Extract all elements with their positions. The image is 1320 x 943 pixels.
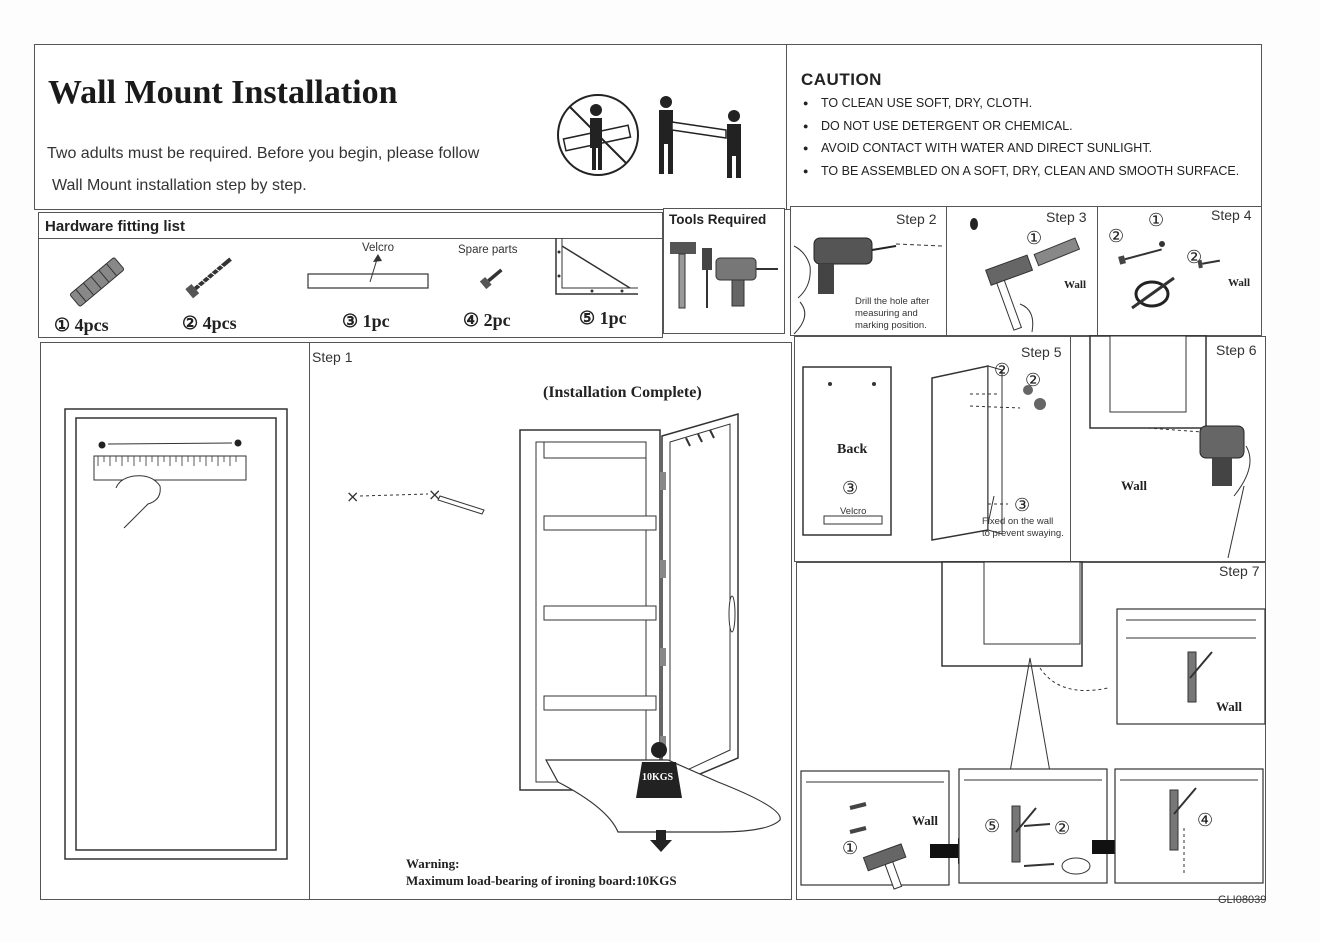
screw-quantity: ② 4pcs [182, 313, 237, 333]
hardware-heading: Hardware fitting list [45, 218, 186, 235]
step5-divider [1070, 336, 1071, 562]
step7-number-2: ② [1054, 818, 1071, 838]
hammer-icon [670, 242, 696, 309]
step7-number-4: ④ [1197, 810, 1214, 830]
step2-note-line-3: marking position. [855, 320, 927, 331]
step2-note-line-1: Drill the hole after [855, 296, 930, 307]
step2-label: Step 2 [896, 211, 937, 227]
caution-item: TO BE ASSEMBLED ON A SOFT, DRY, CLEAN AN… [803, 160, 1253, 183]
step7-cabinet-top-illustration [941, 561, 1109, 773]
marking-pencil-illustration: × × [346, 485, 485, 515]
caution-item: TO CLEAN USE SOFT, DRY, CLOTH. [803, 92, 1253, 115]
back-label: Back [837, 442, 868, 457]
caution-item: DO NOT USE DETERGENT OR CHEMICAL. [803, 115, 1253, 138]
spare-screw-icon [479, 268, 503, 290]
step2-note-line-2: measuring and [855, 308, 918, 319]
anchor-quantity: ① 4pcs [54, 315, 109, 335]
step7-bracket-detail-illustration [1116, 608, 1266, 725]
warning-text: Maximum load-bearing of ironing board:10… [406, 873, 677, 888]
document-code: GLI08039 [1218, 894, 1267, 906]
svg-text:×: × [346, 487, 359, 506]
step5-fixed-line-2: to prevent swaying. [982, 528, 1064, 539]
caution-heading: CAUTION [801, 70, 882, 89]
step5-number-3: ③ [842, 478, 859, 498]
velcro-label: Velcro [840, 506, 867, 517]
intro-line-2: Wall Mount installation step by step. [52, 177, 307, 194]
step3-label: Step 3 [1046, 209, 1087, 225]
spare-parts-caption: Spare parts [458, 244, 518, 256]
step5-fixed-note: Fixed on the wall to prevent swaying. [982, 516, 1064, 540]
step4-screws-illustration [1118, 241, 1221, 310]
caution-list: TO CLEAN USE SOFT, DRY, CLOTH. DO NOT US… [803, 92, 1253, 182]
screw-icon [185, 257, 232, 299]
cabinet-ironing-board-illustration [519, 413, 781, 852]
step4-number-2: ② [1108, 226, 1125, 246]
caution-item: AVOID CONTACT WITH WATER AND DIRECT SUNL… [803, 137, 1253, 160]
step5-cabinet-side-illustration [931, 365, 1046, 541]
step4-wall-label: Wall [1228, 277, 1251, 289]
step1-divider [309, 342, 310, 900]
step7-number-5: ⑤ [984, 816, 1001, 836]
step3-divider [1097, 206, 1098, 336]
step3-anchor-hammer-illustration [970, 218, 1081, 333]
step6-wall-label: Wall [1121, 478, 1148, 493]
step4-label: Step 4 [1211, 207, 1252, 223]
step3-wall-label: Wall [1064, 279, 1087, 291]
step7-hammer-anchor-illustration [800, 770, 950, 890]
step4-number-1: ① [1148, 210, 1165, 230]
step5-label: Step 5 [1021, 344, 1062, 360]
velcro-strip-icon [307, 254, 429, 289]
intro-text: Two adults must be required. Before you … [47, 138, 479, 202]
tools-heading: Tools Required [669, 212, 767, 227]
weight-label: 10KGS [642, 772, 674, 783]
bracket-quantity: ⑤ 1pc [579, 308, 627, 328]
screwdriver-icon [702, 248, 712, 308]
step6-mounted-cabinet-illustration [1089, 335, 1251, 559]
step7-label: Step 7 [1219, 563, 1260, 579]
spare-parts-quantity: ④ 2pc [463, 310, 511, 330]
svg-text:×: × [428, 485, 441, 504]
mirror-measuring-illustration [64, 408, 288, 860]
step1-label: Step 1 [312, 349, 353, 365]
step7-final-bracket-illustration [1114, 768, 1264, 884]
step7-bracket-screws-illustration [958, 768, 1108, 884]
velcro-quantity: ③ 1pc [342, 311, 390, 331]
step5-number-3b: ③ [1014, 495, 1031, 515]
step2-divider [946, 206, 947, 336]
step7-number-1: ① [842, 838, 859, 858]
step5-number-2b: ② [1025, 370, 1042, 390]
intro-line-1: Two adults must be required. Before you … [47, 145, 480, 162]
header-divider [786, 44, 787, 210]
step5-fixed-line-1: Fixed on the wall [982, 516, 1054, 527]
installation-complete-label: (Installation Complete) [543, 384, 702, 401]
step5-number-2a: ② [994, 360, 1011, 380]
wall-anchor-icon [69, 257, 125, 307]
step3-number: ① [1026, 228, 1043, 248]
step7-wall-bottom-label: Wall [912, 813, 939, 828]
step2-drill-illustration [793, 237, 943, 335]
step7-wall-top-label: Wall [1216, 699, 1243, 714]
shelf-bracket-icon [555, 238, 638, 295]
two-adults-required-icon [557, 94, 741, 178]
velcro-caption: Velcro [362, 242, 394, 254]
step6-label: Step 6 [1216, 342, 1257, 358]
page-title: Wall Mount Installation [48, 74, 398, 111]
step5-cabinet-back-illustration [802, 366, 892, 536]
step2-note: Drill the hole after measuring and marki… [855, 296, 929, 332]
drill-icon [715, 257, 778, 307]
warning-heading: Warning: [406, 856, 460, 871]
hardware-heading-rule [38, 238, 663, 239]
